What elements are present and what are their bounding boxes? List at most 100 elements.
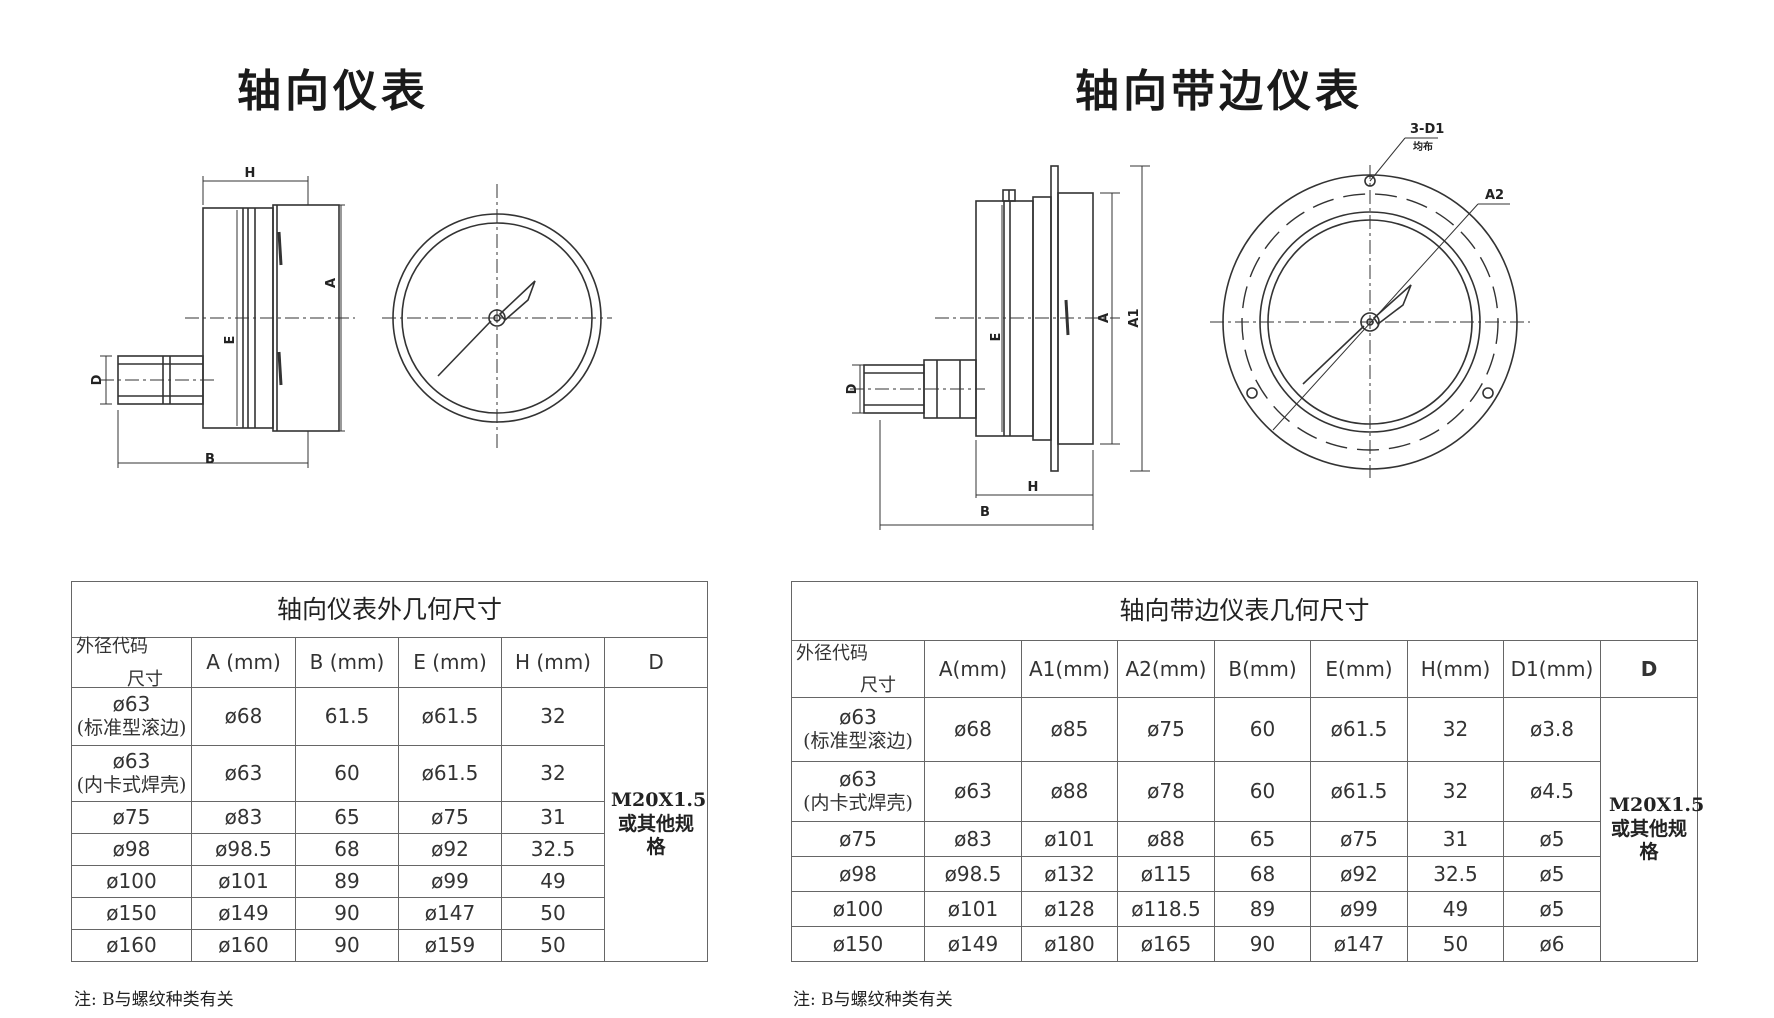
table-cell: ø6: [1503, 926, 1601, 962]
table-cell: ø132: [1021, 856, 1118, 892]
label-b-left: B: [205, 452, 215, 467]
right-d-value: M20X1.5或其他规格: [1600, 697, 1704, 962]
table-cell: 60: [1214, 761, 1311, 822]
table-cell: ø75: [398, 801, 502, 834]
table-cell: ø75: [1310, 821, 1408, 857]
left-header-e: E (mm): [398, 637, 502, 688]
corner-bottom-label: 外径代码: [76, 636, 148, 657]
table-cell: 49: [501, 865, 605, 898]
label-a1-right: A1: [1127, 308, 1142, 327]
technical-drawings: H A E D B 3-D1 均布 A2 E A A1 D H B: [90, 122, 1530, 530]
table-row: ø75 ø83 65 ø75 31: [71, 801, 708, 834]
label-d1-sub-right: 均布: [1413, 140, 1433, 153]
table-cell: ø98.5: [191, 833, 296, 866]
table-cell: ø78: [1117, 761, 1215, 822]
table-cell: 65: [1214, 821, 1311, 857]
left-side-view: [100, 176, 355, 468]
table-cell: ø180: [1021, 926, 1118, 962]
table-cell: 89: [1214, 891, 1311, 927]
table-row: ø150 ø149 ø180 ø165 90 ø147 50 ø6: [791, 926, 1698, 962]
table-cell: 90: [295, 929, 399, 962]
table-cell: ø147: [1310, 926, 1408, 962]
right-table-title: 轴向带边仪表几何尺寸: [791, 581, 1698, 641]
table-cell: ø98.5: [924, 856, 1022, 892]
table-cell: ø61.5: [398, 687, 502, 746]
left-table-title: 轴向仪表外几何尺寸: [70, 581, 709, 638]
left-table-corner: 尺寸 外径代码: [71, 636, 192, 690]
table-cell: ø3.8: [1503, 697, 1601, 762]
right-dimension-table: 轴向带边仪表几何尺寸 尺寸 外径代码 A(mm) A1(mm) A2(mm) B…: [791, 581, 1704, 962]
right-front-view: [1210, 137, 1530, 478]
left-row-code: ø75: [71, 801, 192, 834]
table-cell: ø147: [398, 897, 502, 930]
table-cell: ø88: [1021, 761, 1118, 822]
table-cell: ø85: [1021, 697, 1118, 762]
right-header-a1: A1(mm): [1021, 640, 1118, 698]
table-row: ø98 ø98.5 ø132 ø115 68 ø92 32.5 ø5: [791, 856, 1698, 892]
table-cell: ø99: [398, 865, 502, 898]
table-cell: ø63: [924, 761, 1022, 822]
table-cell: ø160: [191, 929, 296, 962]
right-note: 注: B与螺纹种类有关: [793, 990, 953, 1010]
right-header-h: H(mm): [1407, 640, 1504, 698]
table-cell: ø101: [191, 865, 296, 898]
table-cell: ø128: [1021, 891, 1118, 927]
left-row-code: ø160: [71, 929, 192, 962]
table-row: ø63(标准型滚边) ø68 ø85 ø75 60 ø61.5 32 ø3.8 …: [791, 697, 1704, 962]
table-cell: 32: [501, 687, 605, 746]
table-cell: ø68: [191, 687, 296, 746]
left-note: 注: B与螺纹种类有关: [74, 990, 234, 1010]
left-row-code: ø100: [71, 865, 192, 898]
table-cell: 60: [1214, 697, 1311, 762]
table-row: ø75 ø83 ø101 ø88 65 ø75 31 ø5: [791, 821, 1698, 857]
table-cell: ø159: [398, 929, 502, 962]
table-cell: ø5: [1503, 891, 1601, 927]
left-row-code: ø98: [71, 833, 192, 866]
table-cell: 32: [1407, 761, 1504, 822]
table-row: ø98 ø98.5 68 ø92 32.5: [71, 833, 708, 866]
table-cell: ø101: [924, 891, 1022, 927]
table-cell: 68: [1214, 856, 1311, 892]
label-e-right: E: [989, 333, 1004, 342]
right-header-b: B(mm): [1214, 640, 1311, 698]
right-header-a2: A2(mm): [1117, 640, 1215, 698]
table-cell: 68: [295, 833, 399, 866]
table-cell: 32: [501, 745, 605, 802]
table-row: ø100 ø101 ø128 ø118.5 89 ø99 49 ø5: [791, 891, 1698, 927]
table-cell: ø92: [398, 833, 502, 866]
table-cell: 50: [1407, 926, 1504, 962]
right-row-code: ø75: [791, 821, 925, 857]
right-table-corner: 尺寸 外径代码: [791, 640, 925, 698]
table-cell: ø149: [924, 926, 1022, 962]
left-row-code: ø150: [71, 897, 192, 930]
table-cell: 89: [295, 865, 399, 898]
table-cell: 90: [1214, 926, 1311, 962]
left-row-code: ø63(内卡式焊壳): [71, 745, 192, 802]
table-cell: ø92: [1310, 856, 1408, 892]
table-cell: ø5: [1503, 856, 1601, 892]
table-cell: ø83: [924, 821, 1022, 857]
right-side-view: [850, 165, 1150, 530]
left-header-d: D: [603, 637, 709, 688]
right-row-code: ø63(标准型滚边): [791, 697, 925, 762]
corner-top-label: 尺寸: [127, 668, 163, 690]
left-dimension-table: 轴向仪表外几何尺寸 尺寸 外径代码 A (mm) B (mm) E (mm) H…: [70, 581, 709, 962]
right-header-e: E(mm): [1310, 640, 1408, 698]
label-d1-right: 3-D1: [1410, 122, 1444, 137]
left-header-b: B (mm): [295, 637, 399, 688]
left-d-value: M20X1.5或其他规格: [603, 687, 709, 962]
right-row-code: ø63(内卡式焊壳): [791, 761, 925, 822]
table-cell: ø101: [1021, 821, 1118, 857]
left-row-code: ø63(标准型滚边): [71, 687, 192, 746]
right-row-code: ø98: [791, 856, 925, 892]
table-cell: 49: [1407, 891, 1504, 927]
label-a-right: A: [1097, 313, 1112, 323]
table-cell: 60: [295, 745, 399, 802]
table-cell: ø5: [1503, 821, 1601, 857]
corner-top-label: 尺寸: [860, 675, 896, 696]
corner-bottom-label: 外径代码: [796, 642, 868, 664]
label-d-right: D: [845, 383, 860, 394]
label-e-left: E: [223, 336, 238, 345]
right-heading: 轴向带边仪表: [1075, 66, 1363, 117]
table-cell: ø61.5: [398, 745, 502, 802]
